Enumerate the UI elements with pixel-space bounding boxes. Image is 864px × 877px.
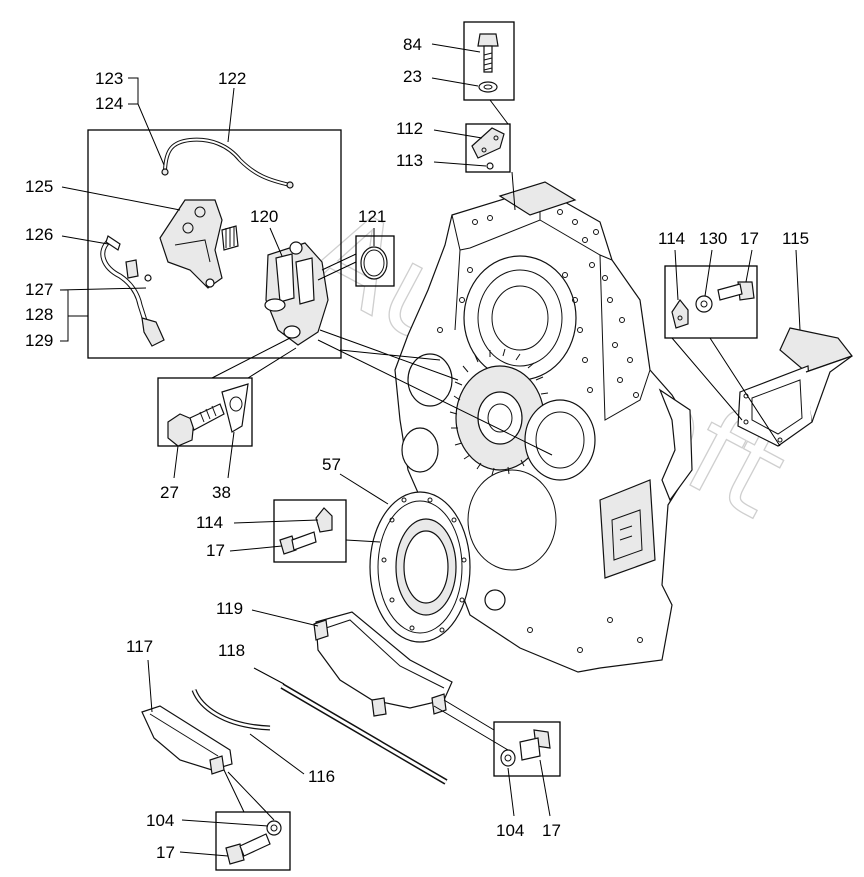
box-121 <box>355 235 395 287</box>
label-27: 27 <box>160 483 179 502</box>
bolt-17-left <box>279 531 317 555</box>
label-123: 123 <box>95 69 123 88</box>
label-104-left: 104 <box>146 811 174 830</box>
label-115: 115 <box>782 229 809 248</box>
label-114-right: 114 <box>658 229 685 248</box>
label-17-bottom-left: 17 <box>156 843 175 862</box>
label-117: 117 <box>126 637 153 656</box>
bolt-27 <box>167 403 225 447</box>
box-27-38 <box>157 377 253 447</box>
label-125: 125 <box>25 177 53 196</box>
label-23: 23 <box>403 67 422 86</box>
label-84: 84 <box>403 35 422 54</box>
bolt-84 <box>477 33 499 73</box>
label-17-right: 17 <box>740 229 759 248</box>
label-114-left: 114 <box>196 513 223 532</box>
box-114-17 <box>273 499 347 563</box>
label-130: 130 <box>699 229 727 248</box>
plate-112 <box>471 127 505 159</box>
box-84-23 <box>463 21 515 101</box>
pipe-122 <box>163 137 291 187</box>
washer-104-right <box>500 749 516 767</box>
clip-114-left <box>315 507 333 533</box>
box-104-17-left <box>215 811 291 871</box>
cover-57 <box>369 491 471 643</box>
label-17-bottom-right: 17 <box>542 821 561 840</box>
o-ring-121 <box>360 246 388 280</box>
bracket-115 <box>737 327 853 447</box>
bolt-17-bottom-left <box>225 833 271 865</box>
washer-113 <box>486 162 494 170</box>
pipe-126 <box>100 235 165 347</box>
label-112: 112 <box>396 119 423 138</box>
valve-125 <box>159 199 239 289</box>
label-17-left: 17 <box>206 541 225 560</box>
label-118: 118 <box>218 641 245 660</box>
label-128: 128 <box>25 305 53 324</box>
clip-114-right <box>671 298 689 329</box>
washer-130 <box>695 295 713 313</box>
label-129: 129 <box>25 331 53 350</box>
box-112-113 <box>465 123 511 173</box>
label-57: 57 <box>322 455 341 474</box>
box-114-130-17 <box>664 265 758 339</box>
label-121: 121 <box>358 207 386 226</box>
label-119: 119 <box>216 599 243 618</box>
label-38: 38 <box>212 483 231 502</box>
label-122: 122 <box>218 69 246 88</box>
box-hydraulic-assembly <box>87 129 342 359</box>
valve-120 <box>264 241 329 346</box>
label-116: 116 <box>308 767 335 786</box>
label-113: 113 <box>396 151 423 170</box>
box-104-17-right <box>493 721 561 777</box>
label-124: 124 <box>95 94 123 113</box>
plate-38 <box>221 383 249 433</box>
bolt-17-right <box>717 281 755 301</box>
washer-23 <box>478 81 498 93</box>
leader-top <box>489 99 516 211</box>
label-104-right: 104 <box>496 821 524 840</box>
label-127: 127 <box>25 280 53 299</box>
gear <box>449 348 551 476</box>
washer-104-left <box>266 820 282 836</box>
label-120: 120 <box>250 207 278 226</box>
guard-119 <box>313 611 453 717</box>
housing-bolt-holes <box>437 209 643 653</box>
label-126: 126 <box>25 225 53 244</box>
guard-117 <box>141 705 233 775</box>
bolt-17-bottom-right <box>519 729 551 761</box>
